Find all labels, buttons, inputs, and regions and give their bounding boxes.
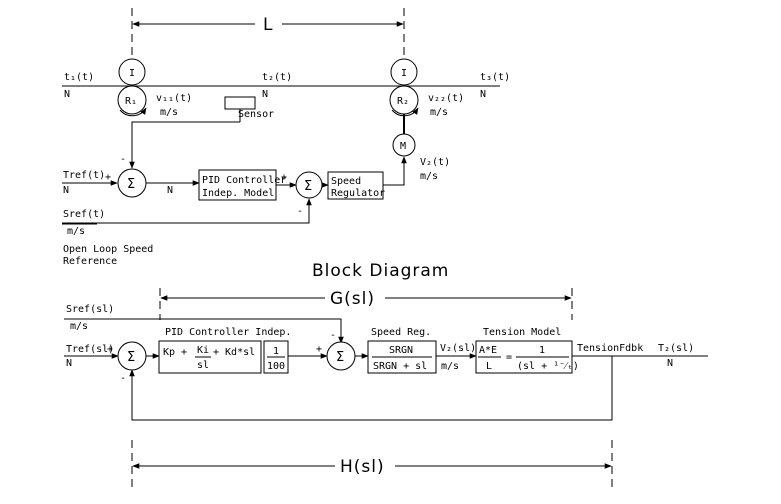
vw1-label: v₁₁(t)	[156, 93, 192, 104]
t1-label: t₁(t)	[64, 72, 94, 83]
sensor-label: Sensor	[238, 109, 274, 120]
bd-sum2-plus: +	[316, 344, 322, 355]
bd-t2-unit: N	[667, 358, 673, 369]
sref-line	[62, 198, 312, 224]
sref-label: Sref(t)	[63, 209, 105, 220]
idler-roller-1-label: I	[129, 68, 135, 79]
t2-label: t₂(t)	[262, 72, 292, 83]
motor-label: M	[400, 141, 406, 152]
bd-tension-title: Tension Model	[483, 327, 561, 338]
bd-summing-junction-2-symbol: Σ	[336, 350, 344, 365]
bd-tension-eq: =	[506, 352, 512, 363]
bd-gain-num: 1	[273, 346, 279, 357]
t3-label: t₃(t)	[480, 72, 510, 83]
bd-tension-l: L	[486, 361, 492, 372]
open-loop-line1: Open Loop Speed	[63, 244, 153, 255]
t2-unit: N	[262, 89, 268, 100]
bd-sum1-plus: +	[107, 344, 113, 355]
bd-v2-unit: m/s	[441, 361, 459, 372]
pid-line1: PID Controller	[202, 175, 286, 186]
tref-sl-unit: N	[66, 358, 72, 369]
bd-pid-kd: + Kd*sl	[213, 347, 255, 358]
idler-roller-2-label: I	[401, 68, 407, 79]
bd-tension-ae: A*E	[479, 345, 497, 356]
summing-junction-1-symbol: Σ	[127, 177, 135, 192]
sref-sl-line	[64, 318, 344, 344]
bd-tension-one: 1	[539, 345, 545, 356]
sum1-minus: -	[120, 154, 126, 165]
speed-line2: Regulator	[331, 188, 385, 199]
t1-unit: N	[64, 89, 70, 100]
v2-unit: m/s	[420, 171, 438, 182]
bd-v2-label: V₂(sl)	[440, 343, 476, 354]
speed-regulator-block	[327, 171, 384, 200]
sum2-minus: -	[297, 206, 303, 217]
idler-roller-1	[118, 58, 146, 86]
bd-pid-sl: sl	[197, 360, 209, 371]
sensor-box	[224, 96, 256, 110]
pid-line2: Indep. Model	[202, 188, 274, 199]
vw2-unit: m/s	[430, 107, 448, 118]
pid-controller-block	[198, 169, 277, 201]
drive-roller-1	[117, 85, 147, 115]
bd-sum2-minus: -	[330, 330, 336, 341]
open-loop-line2: Reference	[63, 256, 117, 267]
g-label: G(sl)	[330, 289, 375, 309]
sum1-plus: +	[105, 172, 111, 183]
bd-pid-title: PID Controller Indep.	[165, 327, 291, 338]
block-diagram: G(sl) Sref(sl) m/s - Tref(sl) N + Σ - PI…	[64, 288, 708, 490]
sref-unit: m/s	[67, 226, 85, 237]
sensor-feedback-line	[129, 121, 240, 169]
h-label: H(sl)	[340, 457, 385, 477]
bd-srgn-den: SRGN + sl	[373, 361, 427, 372]
tref-label: Tref(t)	[63, 170, 105, 181]
bd-pid-ki: Ki	[197, 345, 209, 356]
v2-label: V₂(t)	[420, 157, 450, 168]
bd-gain-den: 100	[267, 361, 285, 372]
motor-circle	[392, 133, 416, 157]
vw2-label: v₂₂(t)	[428, 93, 464, 104]
bd-srgn-num: SRGN	[389, 345, 413, 356]
block-diagram-title: Block Diagram	[312, 261, 449, 281]
sum2-plus: +	[281, 172, 287, 183]
speed-line1: Speed	[331, 176, 361, 187]
bd-feedback-line	[129, 356, 613, 421]
bd-pid-kp: Kp +	[163, 347, 187, 358]
bd-speed-title: Speed Reg.	[371, 327, 431, 338]
span-label: L	[263, 15, 273, 35]
error-unit: N	[167, 185, 173, 196]
tref-unit: N	[63, 185, 69, 196]
tref-sl-label: Tref(sl)	[66, 344, 114, 355]
bd-sum1-minus: -	[120, 373, 126, 384]
bd-tension-fdbk: TensionFdbk	[577, 343, 643, 354]
summing-junction-2-symbol: Σ	[304, 179, 312, 194]
bd-summing-junction-1-symbol: Σ	[127, 350, 135, 365]
sref-sl-unit: m/s	[70, 321, 88, 332]
web-system-schematic: L t₁(t) N t₂(t) N t₃(t) N I R₁ v₁₁(t) m/…	[62, 8, 510, 267]
sref-sl-label: Sref(sl)	[66, 304, 114, 315]
speed-to-motor-line	[383, 156, 407, 186]
roller-2-rotation-arrow	[391, 107, 419, 117]
drive-roller-2-label: R₂	[397, 96, 409, 107]
bd-tension-den: (sl + ¹⁻⁄ₜ)	[517, 361, 579, 372]
idler-roller-2	[390, 58, 418, 86]
vw1-unit: m/s	[160, 107, 178, 118]
t3-unit: N	[480, 89, 486, 100]
roller-1-rotation-arrow	[119, 107, 147, 117]
bd-t2-label: T₂(sl)	[658, 343, 694, 354]
drive-roller-1-label: R₁	[125, 96, 137, 107]
